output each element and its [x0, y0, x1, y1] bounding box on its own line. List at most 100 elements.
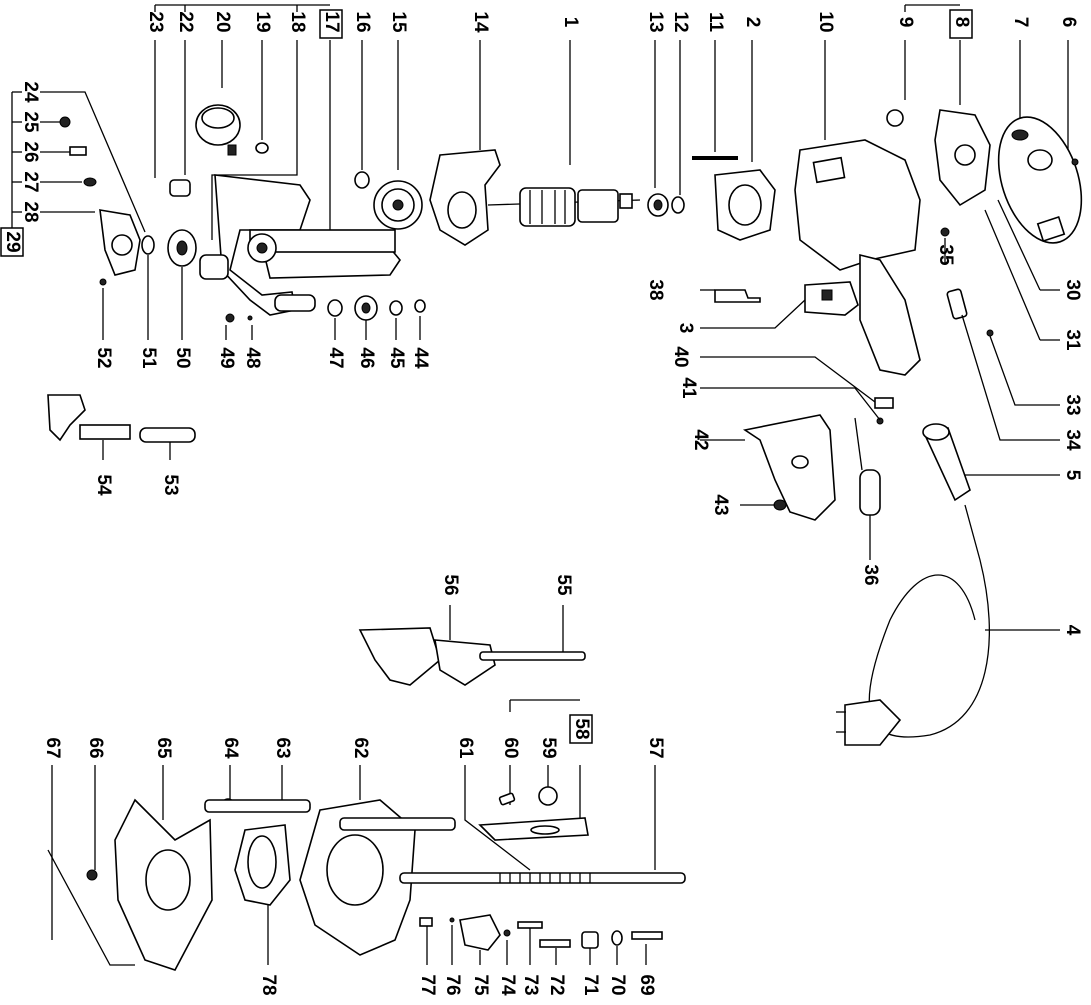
callout-label-6: 6	[1058, 17, 1079, 28]
part-25-screw	[59, 116, 71, 128]
callout-label-64: 64	[220, 737, 241, 759]
part-33-screw	[986, 329, 994, 337]
callout-label-13: 13	[645, 11, 666, 32]
part-53-sleeve	[139, 427, 196, 443]
part-46-gear	[354, 295, 378, 321]
part-16-ring	[354, 171, 370, 189]
part-71-nut	[581, 931, 599, 949]
part-27-screw	[83, 177, 97, 187]
box-17	[319, 9, 343, 39]
part-6-screw	[1071, 158, 1079, 166]
callout-label-7: 7	[1010, 17, 1031, 28]
callout-label-38: 38	[645, 279, 666, 300]
callout-label-51: 51	[138, 347, 159, 369]
callout-label-52: 52	[93, 347, 114, 368]
part-8-brush-plate	[934, 109, 991, 207]
part-3-switch	[804, 281, 859, 316]
box-58	[569, 714, 593, 744]
callout-label-4: 4	[1062, 625, 1083, 636]
callout-label-17: 17	[321, 11, 342, 32]
part-34-connector	[946, 288, 968, 320]
callout-label-74: 74	[497, 974, 518, 996]
callout-label-3: 3	[675, 323, 696, 334]
part-31-wire	[984, 209, 1041, 341]
callout-label-66: 66	[85, 737, 106, 758]
leaders-24-28	[40, 91, 146, 233]
callout-label-18: 18	[287, 11, 308, 32]
part-65-base-plate	[114, 798, 213, 971]
callout-label-41: 41	[678, 377, 699, 399]
callout-label-75: 75	[470, 974, 491, 996]
callout-label-42: 42	[690, 429, 711, 450]
callout-label-47: 47	[325, 347, 346, 368]
callout-label-44: 44	[410, 347, 431, 369]
callout-label-16: 16	[352, 11, 373, 32]
part-49-screw	[225, 313, 235, 323]
part-5-cord-guard	[922, 423, 971, 502]
part-61-spindle	[399, 872, 686, 884]
callout-label-11: 11	[705, 12, 726, 33]
part-20-knob	[195, 104, 241, 156]
callout-label-12: 12	[670, 11, 691, 32]
callout-label-25: 25	[20, 111, 41, 133]
part-67-hex-key	[47, 849, 135, 966]
leaders-52-44	[102, 255, 421, 340]
callout-label-62: 62	[350, 737, 371, 758]
callout-label-24: 24	[20, 81, 41, 103]
callout-label-59: 59	[538, 737, 559, 758]
part-70-washer	[611, 930, 623, 946]
part-51-clip	[141, 235, 155, 255]
callout-label-28: 28	[20, 201, 41, 222]
part-17-gear-housing	[199, 174, 401, 316]
callout-label-50: 50	[172, 347, 193, 368]
part-30-wire	[997, 199, 1041, 291]
part-44-clip	[414, 299, 426, 313]
part-1-armature	[487, 187, 641, 227]
callout-label-8: 8	[951, 17, 972, 28]
part-10-motor-housing	[794, 139, 921, 376]
bracket-58-group	[509, 699, 580, 712]
part-75-clamp	[459, 914, 501, 951]
part-55-rod	[479, 651, 586, 661]
part-40-clip	[874, 397, 894, 409]
part-13-bearing	[647, 193, 669, 217]
callout-label-14: 14	[470, 11, 491, 33]
callout-label-78: 78	[258, 974, 279, 995]
callout-label-45: 45	[386, 347, 407, 369]
leaders-right-middle	[700, 238, 1060, 631]
part-78-ring	[234, 824, 291, 906]
part-23-sleeve	[169, 179, 191, 197]
callout-label-49: 49	[216, 347, 237, 368]
callout-label-30: 30	[1062, 279, 1083, 300]
callout-label-29: 29	[2, 231, 23, 252]
callout-label-31: 31	[1062, 329, 1083, 351]
part-28-plate	[99, 209, 141, 276]
callout-label-63: 63	[272, 737, 293, 758]
part-66-screw	[86, 869, 98, 881]
callout-label-77: 77	[417, 974, 438, 995]
callout-label-70: 70	[607, 974, 628, 995]
callout-label-57: 57	[645, 737, 666, 758]
callout-label-71: 71	[580, 974, 601, 996]
callout-label-40: 40	[670, 346, 691, 367]
bracket-8-group	[904, 4, 960, 12]
callout-label-60: 60	[500, 737, 521, 758]
part-41-screw	[876, 417, 884, 425]
callout-label-26: 26	[20, 141, 41, 162]
part-12-washer	[671, 196, 685, 214]
callout-label-54: 54	[93, 474, 114, 496]
part-47-ring	[327, 299, 343, 317]
callout-label-15: 15	[388, 11, 409, 33]
part-72-screw	[539, 939, 571, 948]
callout-label-43: 43	[710, 494, 731, 515]
part-36-capacitor	[854, 417, 881, 516]
callout-label-56: 56	[440, 574, 461, 595]
callout-label-48: 48	[242, 347, 263, 368]
callout-label-27: 27	[20, 171, 41, 192]
part-77-spring	[419, 917, 433, 927]
callout-label-19: 19	[252, 11, 273, 32]
part-52-screw	[99, 278, 107, 286]
part-59-knob	[538, 786, 558, 806]
